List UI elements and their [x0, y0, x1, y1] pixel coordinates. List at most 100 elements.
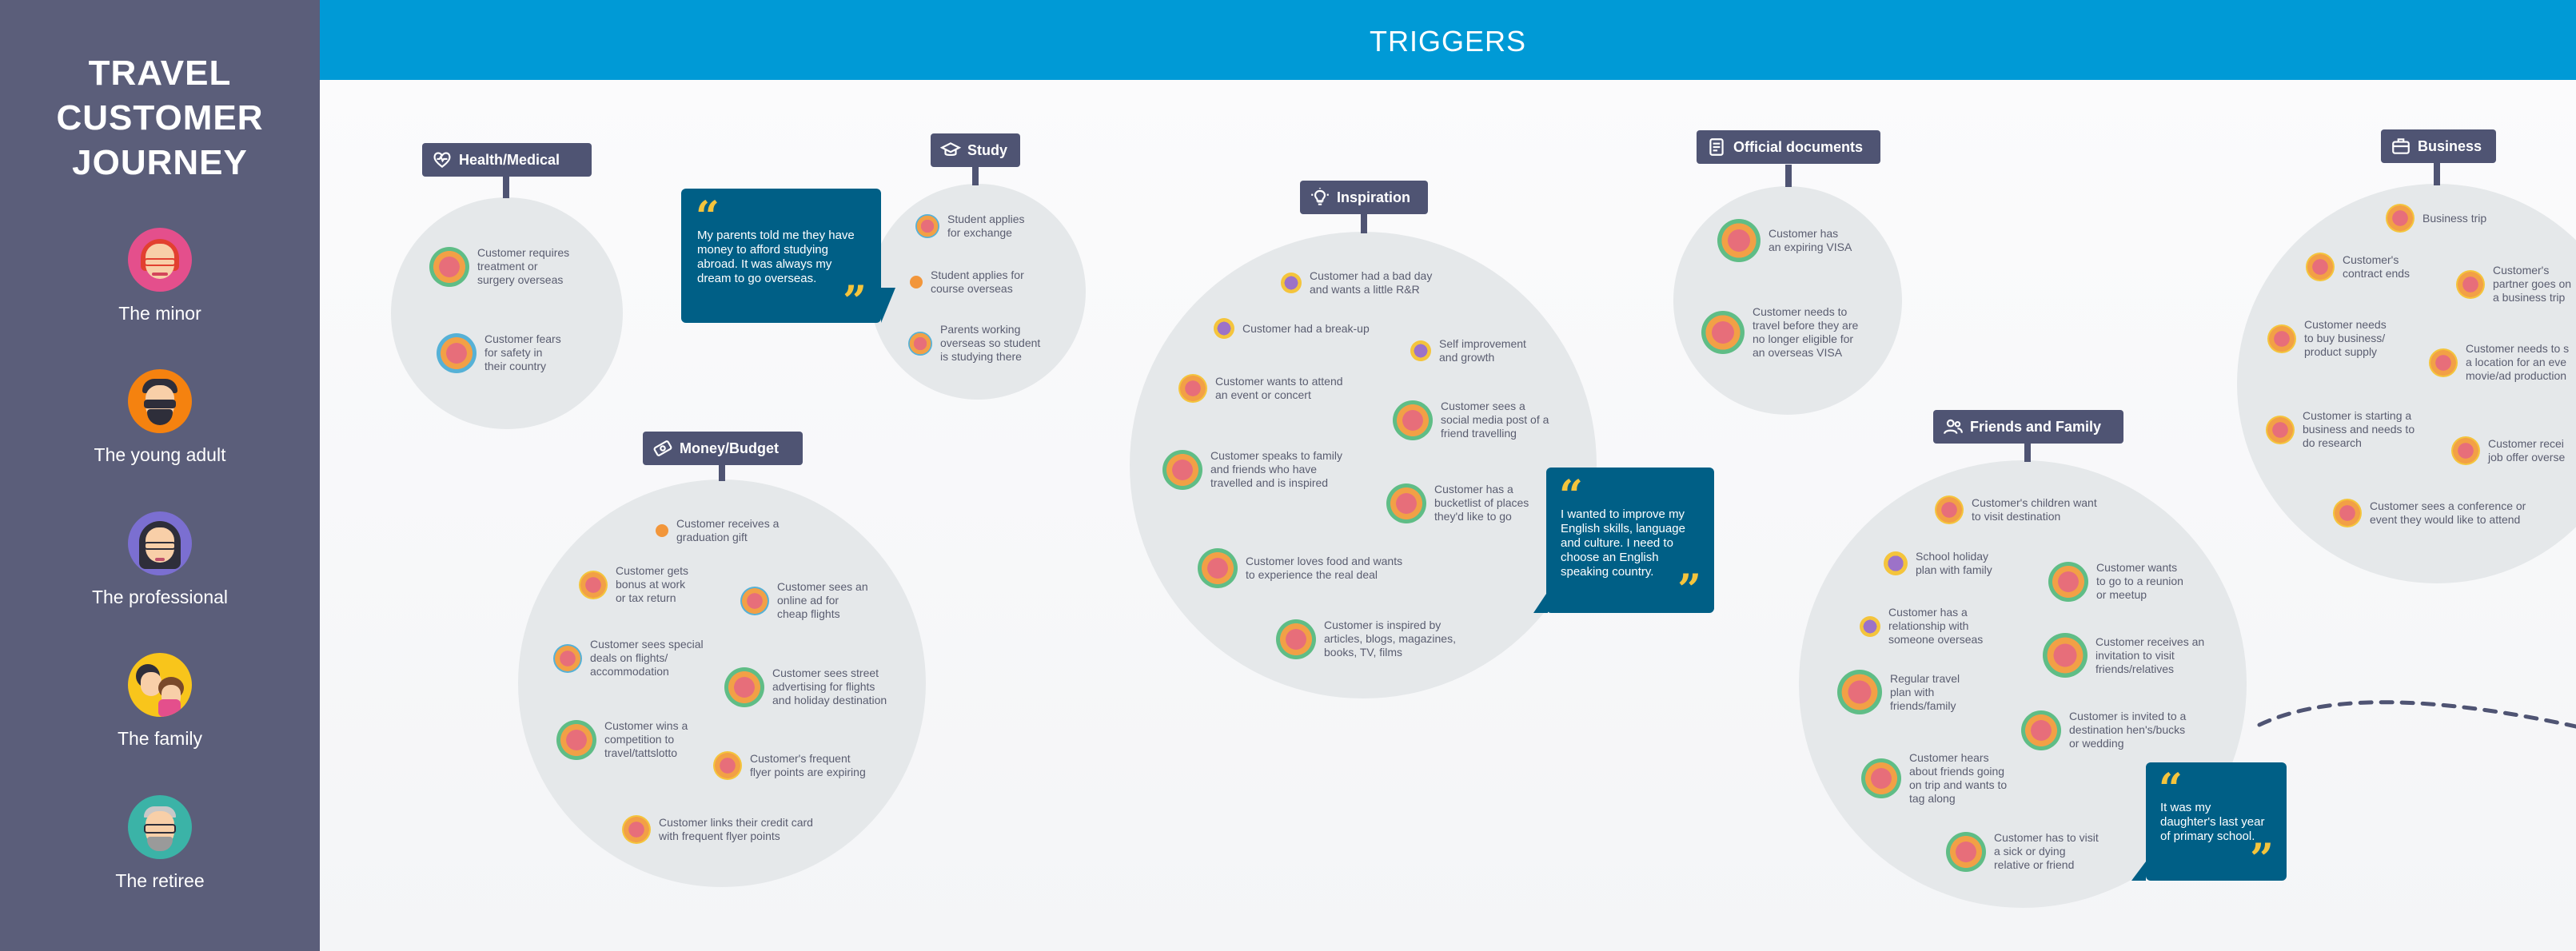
trigger-dot	[2333, 499, 2362, 527]
item-text: Customer has a	[1888, 606, 1968, 619]
item-text: job offer overse	[2488, 451, 2566, 464]
persona-family[interactable]: The family	[0, 653, 320, 750]
official-stem	[1785, 165, 1792, 187]
item-text: travel before they are	[1753, 319, 1859, 332]
inspiration-tag[interactable]: Inspiration	[1300, 181, 1428, 214]
trigger-dot	[724, 666, 764, 707]
item-text: their country	[484, 360, 547, 372]
tag-label: Study	[967, 142, 1008, 158]
trigger-dot	[740, 586, 769, 615]
study-tag[interactable]: Study	[931, 133, 1020, 167]
official-tag[interactable]: Official documents	[1697, 130, 1880, 164]
tag-label: Business	[2418, 138, 2482, 154]
sidebar-title: TRAVEL CUSTOMER JOURNEY	[0, 51, 320, 185]
item-text: Customer requires	[477, 246, 570, 259]
trigger-dot	[437, 332, 477, 373]
item-text: Customer recei	[2488, 437, 2564, 450]
item-text: Customer sees a	[1441, 400, 1525, 412]
item-text: a location for an eve	[2466, 356, 2567, 368]
trigger-dot	[1214, 318, 1234, 339]
money-bubble	[518, 479, 926, 887]
trigger-item[interactable]: Business trip	[2386, 204, 2486, 233]
trigger-dot	[1861, 758, 1901, 798]
trigger-dot	[556, 719, 596, 760]
item-text: deals on flights/	[590, 651, 668, 664]
item-text: Customer wants	[2096, 561, 2178, 574]
persona-professional[interactable]: The professional	[0, 511, 320, 608]
trigger-dot	[1281, 273, 1302, 293]
item-text: Customer hears	[1909, 751, 1989, 764]
quote-text: My parents told me they have money to af…	[697, 229, 873, 286]
quote-line: and culture. I need to	[1561, 536, 1673, 550]
persona-minor[interactable]: The minor	[0, 228, 320, 324]
item-text: and friends who have	[1210, 463, 1318, 476]
item-text: or wedding	[2069, 737, 2124, 750]
item-text: treatment or	[477, 260, 538, 273]
trigger-dot	[553, 643, 582, 673]
young-adult-avatar-icon	[128, 369, 192, 433]
health-tag[interactable]: Health/Medical	[422, 143, 592, 177]
quote-open-icon: “	[2159, 765, 2183, 814]
trigger-dot	[622, 815, 651, 844]
document-icon	[1709, 137, 1724, 156]
persona-young-adult[interactable]: The young adult	[0, 369, 320, 466]
trigger-dot	[1386, 483, 1426, 523]
persona-retiree[interactable]: The retiree	[0, 795, 320, 892]
item-text: advertising for flights	[772, 680, 875, 693]
sidebar: TRAVEL CUSTOMER JOURNEY The minor The yo…	[0, 0, 320, 951]
item-text: about friends going	[1909, 765, 2005, 778]
item-text: School holiday	[1916, 550, 1989, 563]
item-text: Customer has	[1769, 227, 1839, 240]
item-text: Customer wins a	[604, 719, 688, 732]
trigger-item[interactable]: Customer had a break-up	[1214, 318, 1370, 339]
tag-label: Friends and Family	[1970, 419, 2102, 435]
money-tag[interactable]: Money/Budget	[643, 432, 803, 465]
friends-tag[interactable]: Friends and Family	[1933, 410, 2123, 444]
item-text: cheap flights	[777, 607, 840, 620]
trigger-dot	[1837, 670, 1882, 714]
business-tag[interactable]: Business	[2381, 129, 2496, 163]
item-text: an overseas VISA	[1753, 346, 1843, 359]
item-text: Student applies	[947, 213, 1025, 225]
item-text: Customer had a break-up	[1242, 321, 1370, 335]
